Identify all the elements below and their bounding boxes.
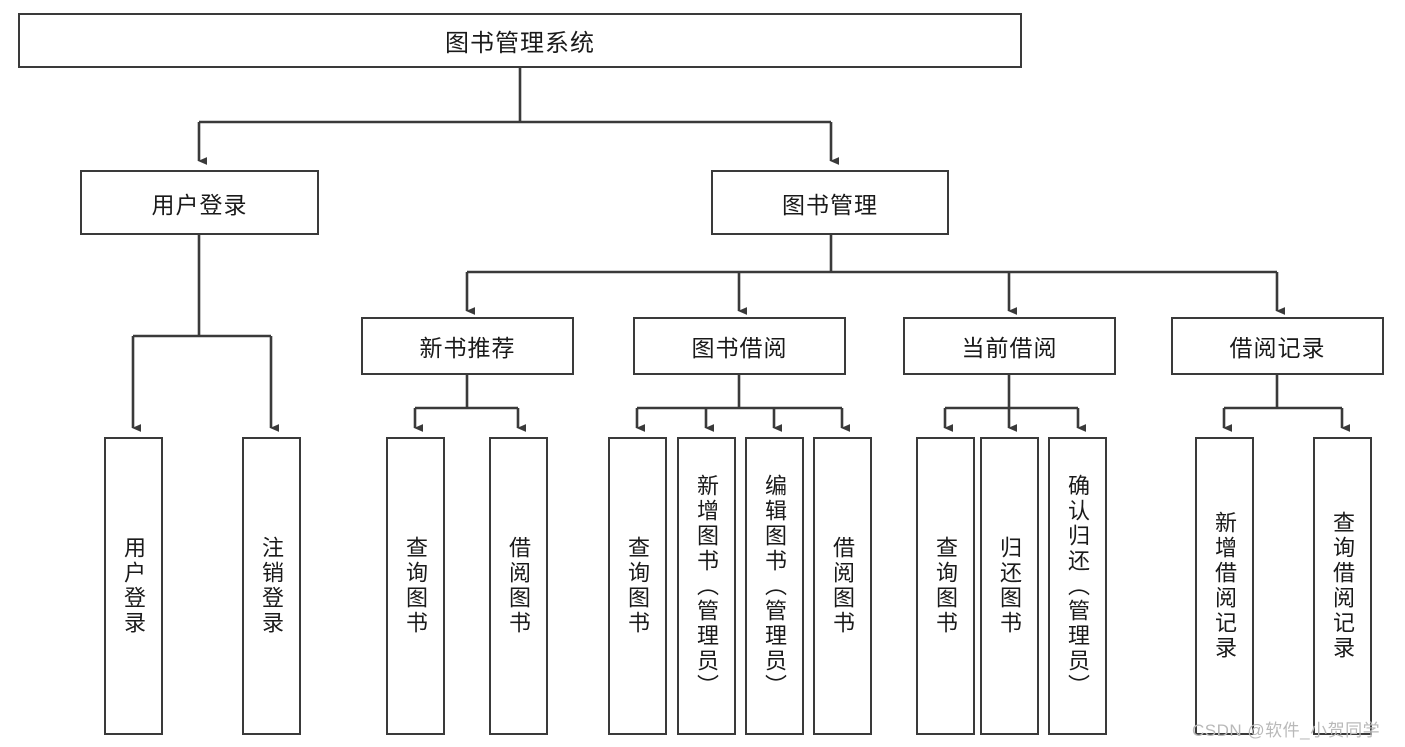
leaf-current-query-book[interactable]: 查询图书: [916, 437, 975, 735]
node-borrow-record[interactable]: 借阅记录: [1171, 317, 1384, 375]
node-root-system[interactable]: 图书管理系统: [18, 13, 1022, 68]
node-new-book-recommend[interactable]: 新书推荐: [361, 317, 574, 375]
leaf-label: 借阅图书: [830, 536, 856, 636]
leaf-current-confirm-return-admin[interactable]: 确认归还（管理员）: [1048, 437, 1107, 735]
leaf-label: 新增借阅记录: [1212, 511, 1238, 661]
leaf-record-query-record[interactable]: 查询借阅记录: [1313, 437, 1372, 735]
leaf-borrow-add-book-admin[interactable]: 新增图书（管理员）: [677, 437, 736, 735]
leaf-borrow-edit-book-admin[interactable]: 编辑图书（管理员）: [745, 437, 804, 735]
leaf-label: 用户登录: [121, 536, 147, 636]
leaf-borrow-query-book[interactable]: 查询图书: [608, 437, 667, 735]
node-label: 用户登录: [151, 191, 248, 218]
node-label: 图书管理: [782, 191, 878, 218]
leaf-current-return-book[interactable]: 归还图书: [980, 437, 1039, 735]
leaf-user-login-logout[interactable]: 注销登录: [242, 437, 301, 735]
leaf-label: 归还图书: [997, 536, 1023, 636]
leaf-recommend-query-book[interactable]: 查询图书: [386, 437, 445, 735]
leaf-label: 查询图书: [403, 536, 429, 636]
node-label: 图书借阅: [691, 335, 788, 361]
node-user-login[interactable]: 用户登录: [80, 170, 319, 235]
leaf-record-add-record[interactable]: 新增借阅记录: [1195, 437, 1254, 735]
leaf-label: 新增图书（管理员）: [694, 473, 720, 699]
leaf-label: 查询图书: [625, 536, 651, 636]
node-label: 借阅记录: [1229, 335, 1326, 361]
leaf-label: 借阅图书: [506, 536, 532, 636]
node-current-borrow[interactable]: 当前借阅: [903, 317, 1116, 375]
node-label: 图书管理系统: [445, 30, 595, 57]
node-label: 新书推荐: [419, 335, 516, 361]
leaf-label: 查询借阅记录: [1330, 511, 1356, 661]
leaf-borrow-borrow-book[interactable]: 借阅图书: [813, 437, 872, 735]
leaf-recommend-borrow-book[interactable]: 借阅图书: [489, 437, 548, 735]
leaf-label: 注销登录: [259, 536, 285, 636]
watermark-csdn: CSDN @软件_小贺同学: [1192, 721, 1381, 740]
node-book-management[interactable]: 图书管理: [711, 170, 949, 235]
leaf-label: 编辑图书（管理员）: [762, 473, 788, 699]
node-book-borrow[interactable]: 图书借阅: [633, 317, 846, 375]
leaf-label: 查询图书: [933, 536, 959, 636]
node-label: 当前借阅: [961, 335, 1058, 361]
leaf-label: 确认归还（管理员）: [1065, 473, 1091, 699]
leaf-user-login-login[interactable]: 用户登录: [104, 437, 163, 735]
